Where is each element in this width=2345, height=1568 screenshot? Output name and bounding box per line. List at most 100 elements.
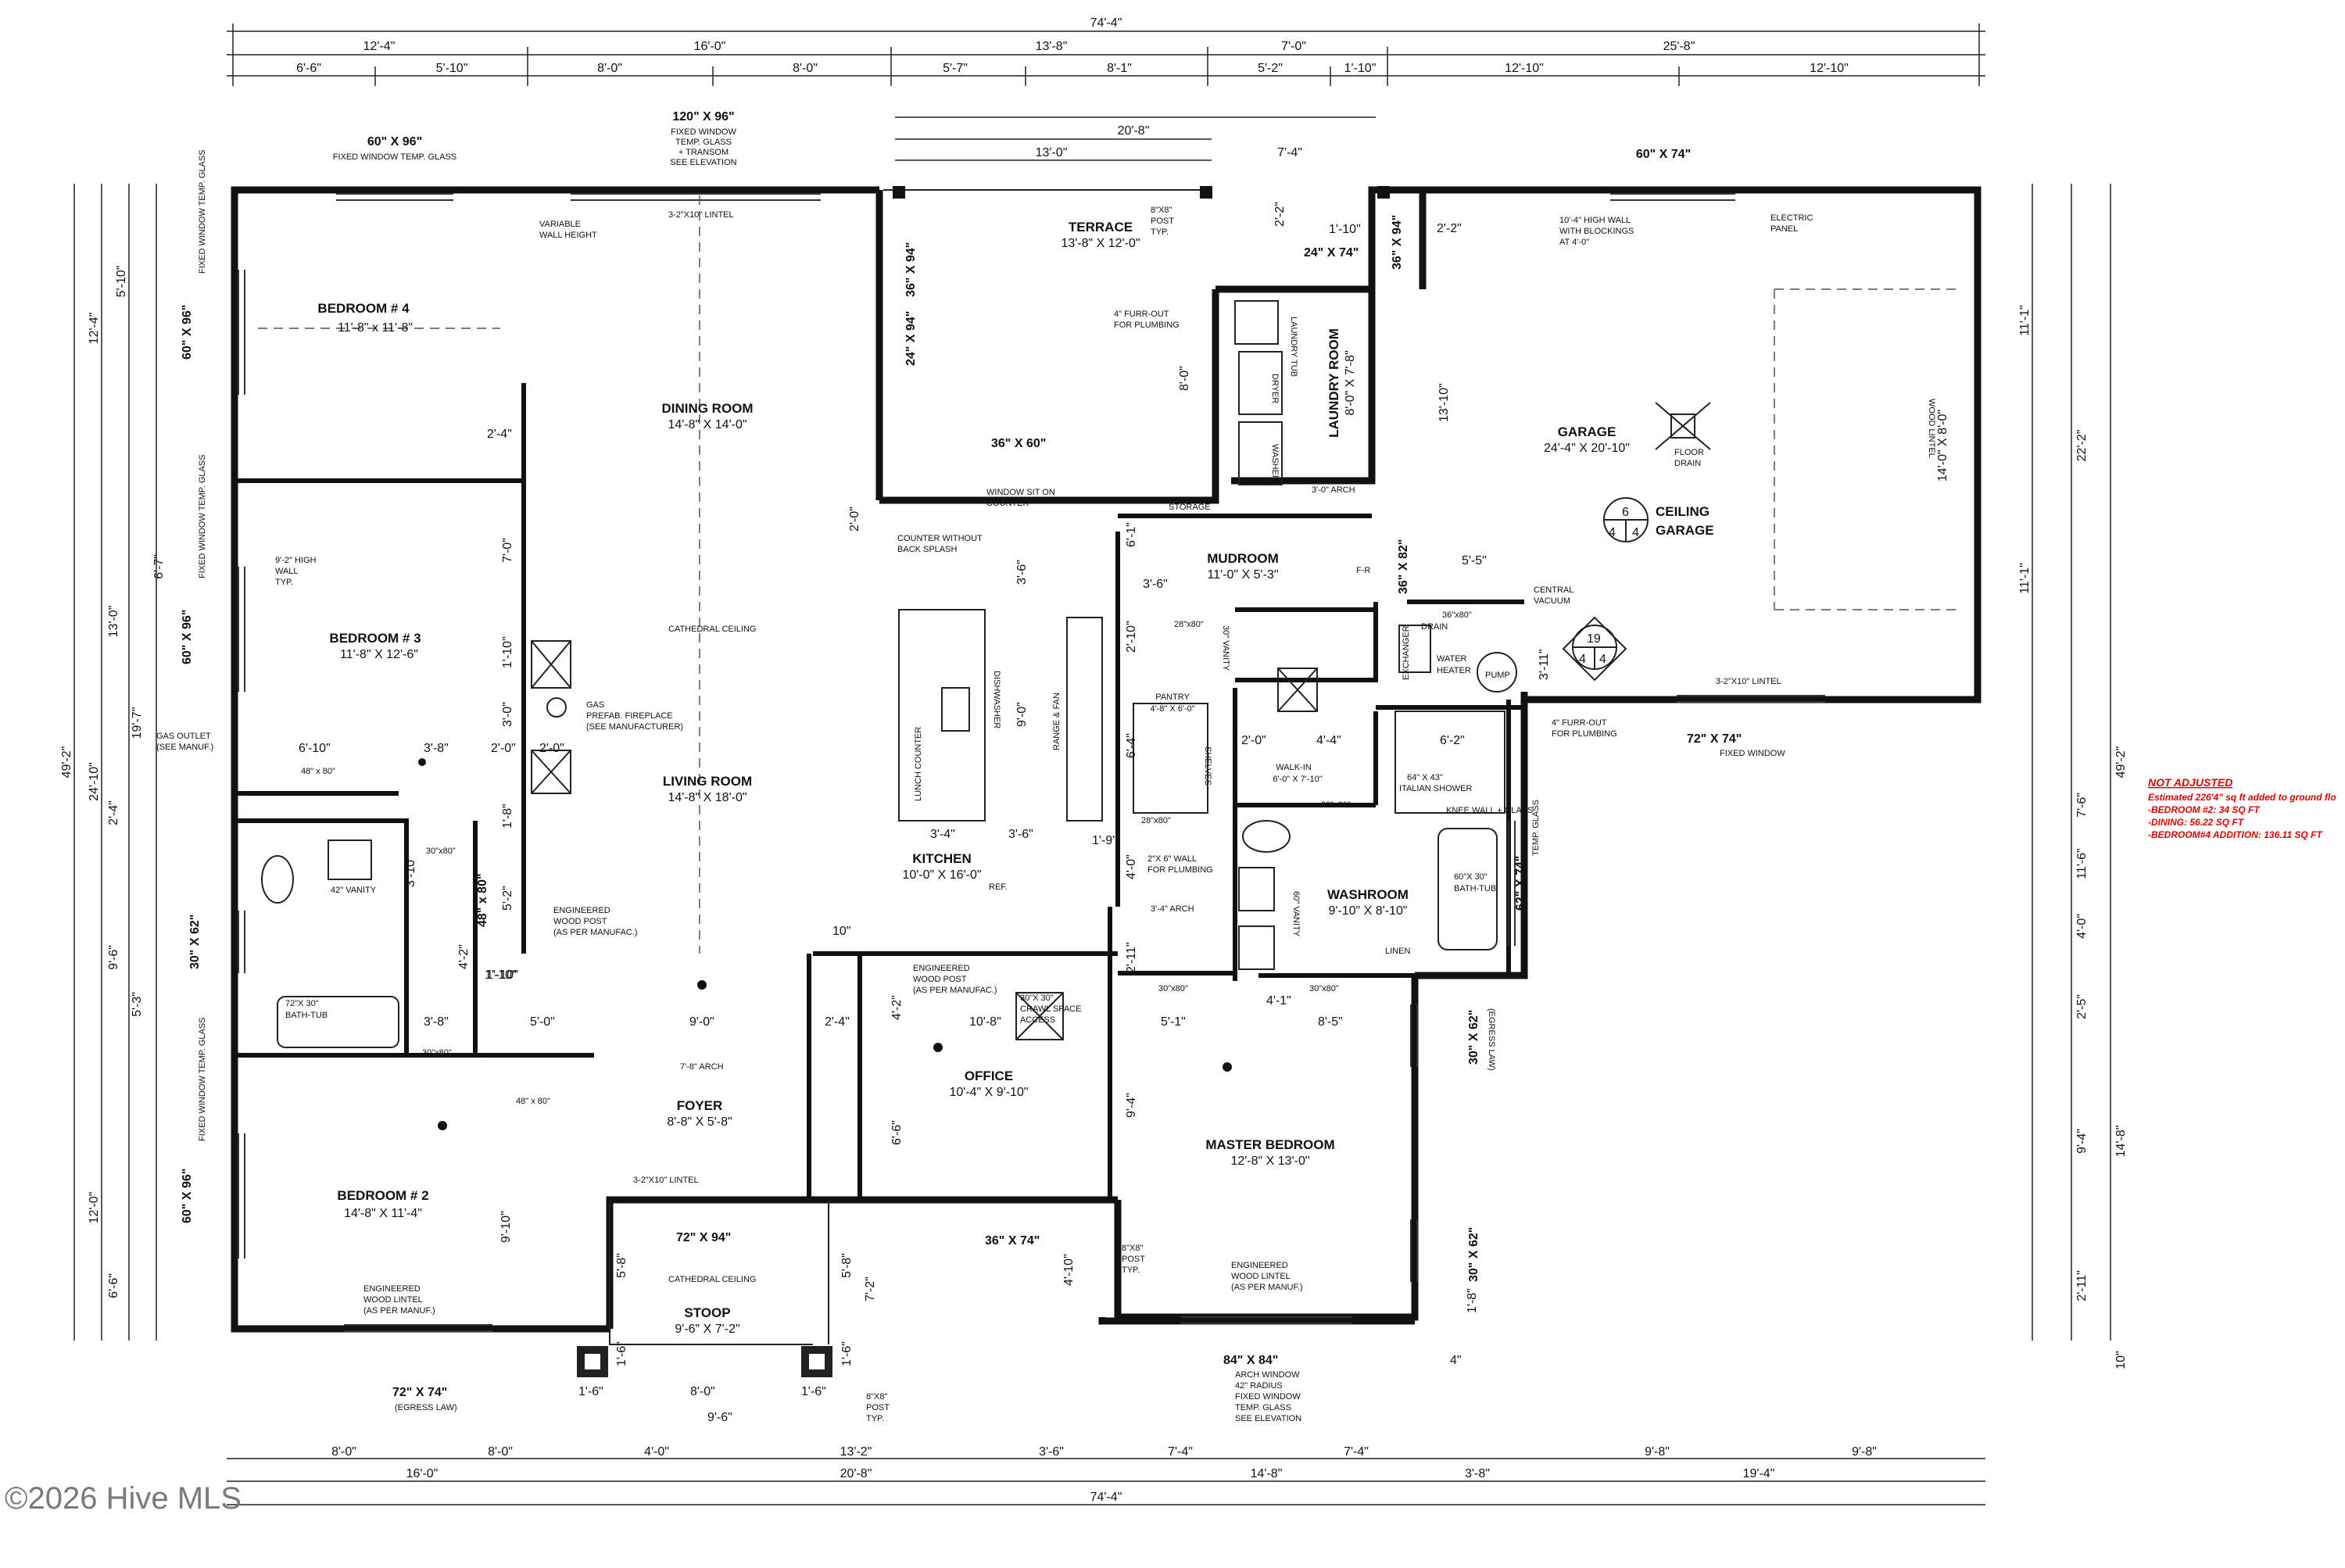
note: 8"X8" bbox=[1151, 206, 1172, 215]
top-dim-r2-3: 8'-0" bbox=[597, 62, 622, 75]
room-name-office: OFFICE bbox=[965, 1069, 1013, 1083]
note: 3-2"X10" LINTEL bbox=[633, 1176, 699, 1185]
bathtub-icon bbox=[1437, 828, 1498, 950]
bottom-dim: 13'-2" bbox=[840, 1445, 872, 1459]
interior-dim-vertical: 3'-6" bbox=[1015, 560, 1029, 585]
note: 42" VANITY bbox=[331, 886, 377, 895]
note: CATHEDRAL CEILING bbox=[668, 1275, 756, 1284]
right-dim: 14'-8" bbox=[2114, 1126, 2128, 1158]
right-dim: 9'-4" bbox=[2075, 1129, 2089, 1154]
window-label: 120" X 96" bbox=[672, 110, 734, 124]
note: TYP. bbox=[275, 578, 293, 587]
room-size-walkin: 6'-0" X 7'-10" bbox=[1273, 775, 1322, 784]
note: 42" RADIUS bbox=[1235, 1381, 1283, 1391]
red-note: -BEDROOM #2: 34 SQ FT bbox=[2148, 804, 2261, 815]
dryer-icon bbox=[1238, 351, 1283, 415]
note: POST bbox=[1151, 217, 1174, 226]
note: 30"x80" bbox=[1309, 984, 1339, 993]
interior-dim: 4" bbox=[1450, 1354, 1462, 1367]
note: LINEN bbox=[1385, 947, 1410, 956]
note: ITALIAN SHOWER bbox=[1399, 784, 1472, 793]
interior-dim: 2'-0" bbox=[491, 742, 516, 755]
room-size-office: 10'-4" X 9'-10" bbox=[949, 1086, 1028, 1099]
interior-dim: 1'-10" bbox=[486, 968, 518, 982]
bottom-dim: 3'-8" bbox=[1465, 1467, 1490, 1480]
right-dim: 11'-1" bbox=[2018, 305, 2032, 336]
vanity-icon bbox=[328, 839, 372, 880]
note: FLOOR bbox=[1674, 448, 1704, 457]
window-note: FIXED WINDOW TEMP. GLASS bbox=[333, 152, 457, 162]
note: 4" FURR-OUT bbox=[1552, 718, 1607, 728]
room-size-terrace: 13'-8" X 12'-0" bbox=[1061, 237, 1140, 250]
note: 36"x80" bbox=[1442, 610, 1472, 620]
fixtures bbox=[261, 300, 1517, 1048]
window-label: 36" X 94" bbox=[1391, 215, 1404, 270]
note: TYP. bbox=[866, 1414, 884, 1423]
fireplace-burner-icon bbox=[546, 697, 567, 718]
note: WATER bbox=[1437, 654, 1467, 664]
left-dim: 13'-0" bbox=[107, 606, 120, 638]
interior-dim: 4'-4" bbox=[1316, 734, 1341, 747]
room-name-washroom: WASHROOM bbox=[1327, 887, 1409, 902]
note: KNEE WALL + GLASS bbox=[1446, 806, 1533, 815]
right-dim: 11'-1" bbox=[2018, 563, 2032, 594]
room-name-garage: GARAGE bbox=[1558, 424, 1616, 439]
room-name-stoop: STOOP bbox=[684, 1305, 730, 1320]
window-note: + TRANSOM bbox=[678, 148, 729, 157]
note: BATH-TUB bbox=[285, 1011, 328, 1020]
window-label: 60" X 96" bbox=[181, 305, 194, 360]
note: 3'-0" ARCH bbox=[1312, 485, 1355, 495]
room-name-terrace: TERRACE bbox=[1069, 220, 1133, 234]
interior-dim: 6'-2" bbox=[1440, 734, 1465, 747]
note: COUNTER bbox=[986, 499, 1029, 508]
room-size-laundry: 8'-0" X 7'-8" bbox=[1344, 350, 1357, 415]
ceiling-height-values: 6 4 4 19 4 4 bbox=[1579, 506, 1639, 666]
interior-dim-vertical: 1'-8" bbox=[1466, 1288, 1479, 1313]
note-laundry-tub: LAUNDRY TUB bbox=[1289, 317, 1298, 377]
room-size-dining: 14'-8" X 14'-0" bbox=[668, 418, 746, 431]
note: WOOD LINTEL bbox=[1231, 1272, 1291, 1281]
ceiling-label-2: GARAGE bbox=[1656, 523, 1714, 538]
window-marks bbox=[238, 193, 1825, 1332]
interior-dim-vertical: 1'-8" bbox=[501, 804, 514, 829]
bathtub-icon bbox=[277, 996, 399, 1048]
red-note: Estimated 226'4" sq ft added to ground f… bbox=[2148, 792, 2336, 803]
room-size-living: 14'-8" X 18'-0" bbox=[668, 791, 746, 804]
washer-icon bbox=[1238, 421, 1283, 485]
toilet-icon bbox=[1242, 820, 1291, 853]
ceiling-label: CEILING bbox=[1656, 504, 1710, 519]
room-size-washroom: 9'-10" X 8'-10" bbox=[1328, 904, 1407, 918]
shower-icon bbox=[1394, 711, 1505, 814]
note-dryer: DRYER bbox=[1270, 374, 1280, 403]
interior-dim-vertical: 4'-10" bbox=[1062, 1254, 1076, 1286]
toilet-icon bbox=[261, 855, 294, 904]
fireplace-icon bbox=[531, 640, 571, 689]
note: 48" x 80" bbox=[301, 767, 335, 776]
note: GAS OUTLET bbox=[156, 732, 211, 741]
note: 10'-4" HIGH WALL bbox=[1559, 216, 1631, 225]
exterior-walls bbox=[231, 186, 1982, 1377]
note: WALL bbox=[275, 567, 299, 576]
interior-dim-vertical: 6'-4" bbox=[1125, 733, 1138, 758]
interior-dim-vertical: 3'-10" bbox=[404, 855, 417, 887]
svg-text:4: 4 bbox=[1632, 526, 1639, 539]
left-dim: 6'-6" bbox=[107, 1273, 120, 1298]
interior-dim: 4'-1" bbox=[1266, 994, 1291, 1008]
window-label: 60" X 96" bbox=[181, 1169, 194, 1223]
note: PREFAB. FIREPLACE bbox=[586, 711, 673, 721]
interior-dim-vertical: 1'-6" bbox=[615, 1341, 628, 1366]
interior-dim: 2'-0" bbox=[1241, 734, 1266, 747]
right-dim: 2'-5" bbox=[2075, 994, 2089, 1019]
window-label: 72" X 74" bbox=[392, 1386, 447, 1399]
window-label: 60" X 96" bbox=[367, 135, 422, 149]
note: 30"X 30" bbox=[1020, 993, 1054, 1003]
top-dim-r2-1: 6'-6" bbox=[296, 62, 321, 75]
interior-dim-vertical: 5'-8" bbox=[840, 1253, 854, 1278]
top-dim-r2-7: 5'-2" bbox=[1258, 62, 1283, 75]
interior-dim: 3'-6" bbox=[1143, 578, 1168, 591]
note: BACK SPLASH bbox=[897, 545, 957, 554]
interior-dim-vertical: 4'-0" bbox=[1125, 854, 1138, 879]
note: STORAGE bbox=[1169, 503, 1211, 512]
left-dim: 9'-6" bbox=[107, 945, 120, 970]
